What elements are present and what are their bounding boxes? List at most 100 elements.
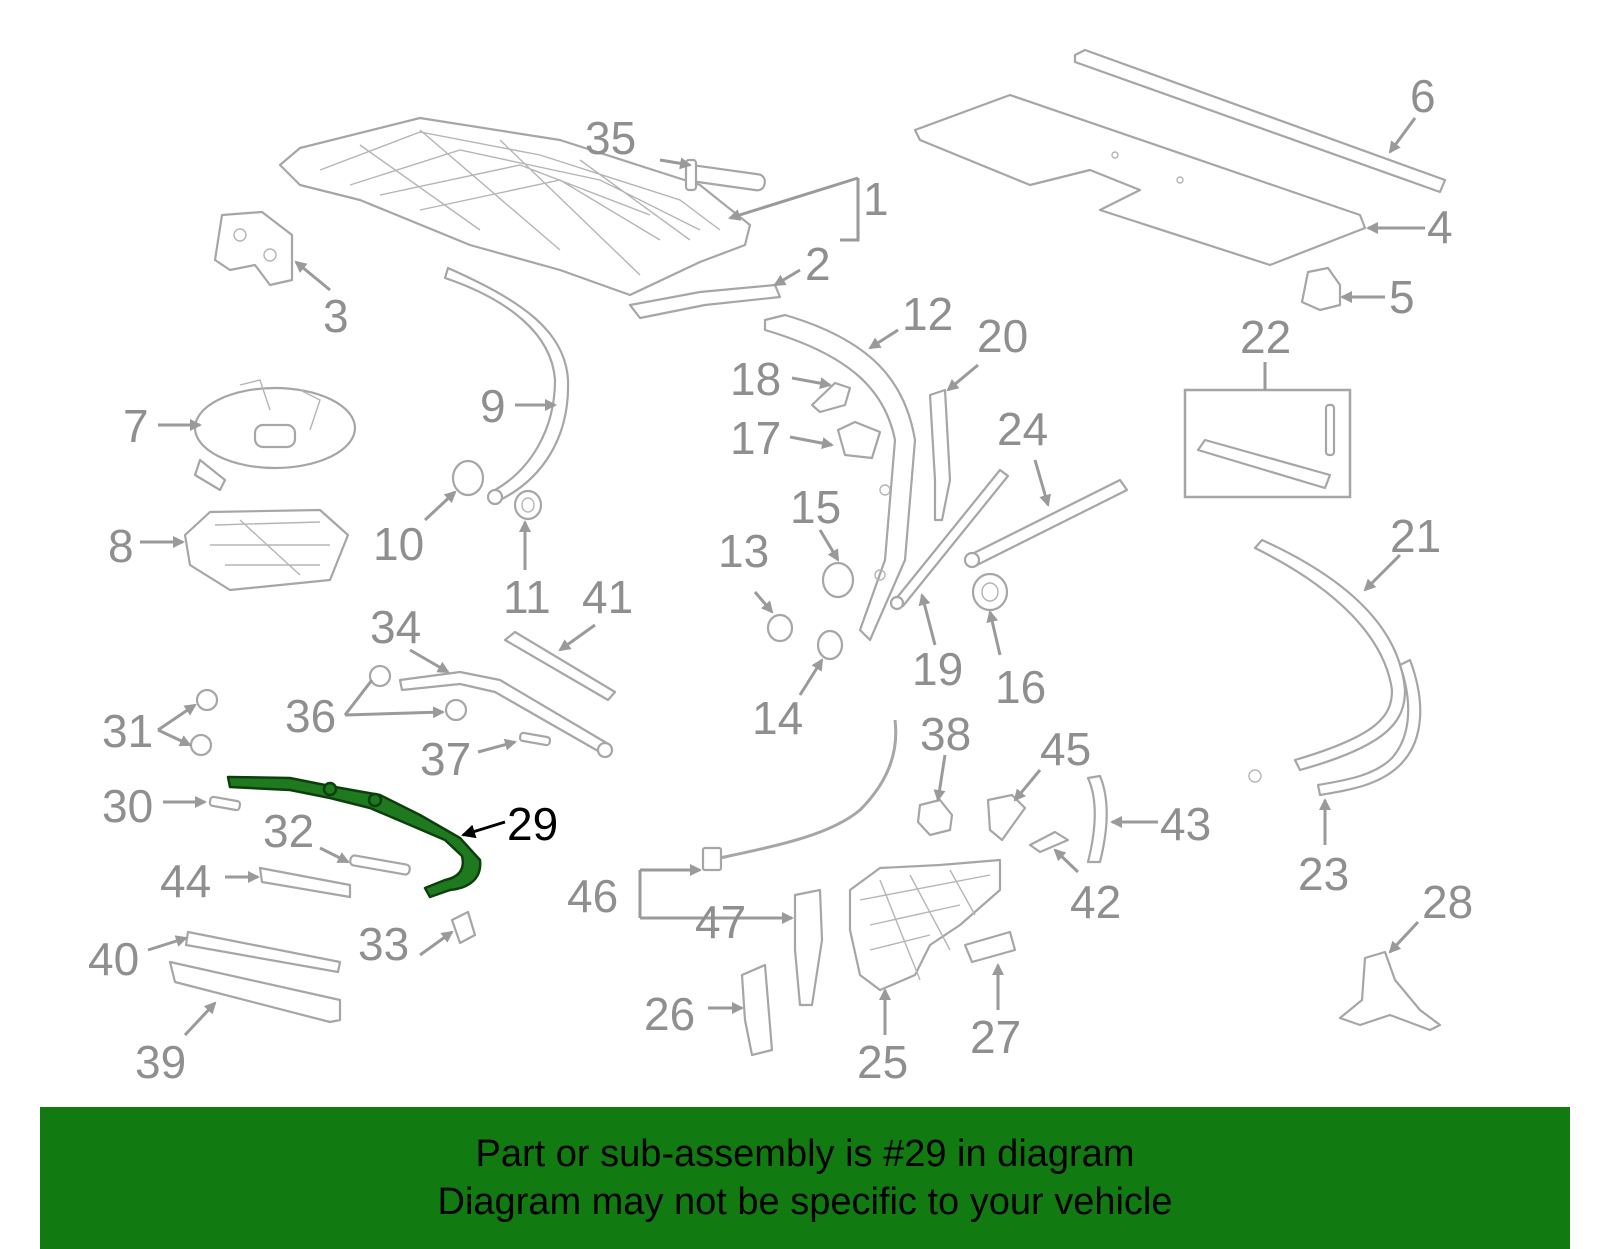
banner-line-disclaimer: Diagram may not be specific to your vehi…	[437, 1181, 1173, 1223]
callout-19: 19	[912, 643, 963, 695]
callout-16: 16	[995, 661, 1046, 713]
part-13-washer	[766, 613, 794, 643]
callout-20: 20	[977, 310, 1028, 362]
part-25-mechanism	[848, 858, 1002, 992]
callout-31: 31	[102, 705, 153, 757]
part-27-plate	[963, 930, 1017, 964]
part-31-grommets	[189, 688, 219, 757]
callout-18: 18	[730, 353, 781, 405]
part-7-motor-assembly	[193, 379, 357, 492]
callout-8: 8	[108, 520, 134, 572]
part-17-bracket	[836, 420, 882, 460]
part-2-seal-strip	[628, 283, 782, 320]
part-26-bracket	[740, 963, 774, 1057]
callout-44: 44	[160, 855, 211, 907]
part-39-cover	[168, 960, 342, 1024]
callout-10: 10	[373, 518, 424, 570]
part-38-bushing	[916, 798, 954, 837]
callout-6: 6	[1410, 70, 1436, 122]
part-41-cover	[503, 630, 617, 702]
part-36-bushing	[368, 664, 468, 722]
callout-43: 43	[1160, 798, 1211, 850]
part-46-cable	[701, 719, 898, 872]
callout-12: 12	[902, 288, 953, 340]
callout-23: 23	[1298, 848, 1349, 900]
callout-41: 41	[582, 571, 633, 623]
part-28-hinge	[1338, 950, 1442, 1032]
callout-17: 17	[730, 412, 781, 464]
callout-14: 14	[752, 692, 803, 744]
part-21-arc-trim	[1248, 538, 1407, 783]
part-42-plate	[1028, 830, 1070, 854]
callout-5: 5	[1389, 271, 1415, 323]
callout-7: 7	[123, 400, 149, 452]
callout-37: 37	[420, 733, 471, 785]
callout-40: 40	[88, 933, 139, 985]
part-23-arc-trim	[1316, 658, 1422, 797]
part-1-deck-lid-frame	[278, 116, 752, 297]
part-14-washer	[816, 629, 844, 661]
part-43-link	[1086, 774, 1108, 864]
part-30-bolt	[208, 795, 242, 812]
part-20-plate	[928, 388, 952, 522]
callout-25: 25	[857, 1036, 908, 1088]
callout-11: 11	[503, 571, 551, 623]
part-29-arm-highlighted	[226, 775, 482, 899]
part-37-screw	[518, 731, 552, 747]
callout-34: 34	[370, 601, 421, 653]
callout-36: 36	[285, 690, 336, 742]
part-12-main-link	[763, 313, 917, 642]
callout-39: 39	[135, 1036, 186, 1088]
callout-21: 21	[1390, 510, 1441, 562]
callout-13: 13	[718, 525, 769, 577]
part-5-clip	[1300, 266, 1342, 312]
part-47-latch	[793, 888, 824, 1007]
callout-1: 1	[863, 173, 889, 225]
part-6-trim-rail	[1073, 48, 1447, 194]
part-40-strip	[184, 930, 342, 974]
banner-line-part: Part or sub-assembly is #29 in diagram	[475, 1133, 1135, 1175]
part-9-arc-rail	[443, 266, 570, 506]
callout-2: 2	[805, 238, 831, 290]
callout-labels: 1 2 3 4 5 6 7 8 9 10 11 12 13 14 15 16 1…	[88, 70, 1473, 1088]
part-35-pin	[684, 158, 766, 192]
part-45-bracket	[986, 793, 1027, 842]
callout-26: 26	[644, 988, 695, 1040]
callout-28: 28	[1422, 876, 1473, 928]
part-3-bracket	[213, 210, 294, 287]
callout-38: 38	[920, 708, 971, 760]
part-24-gas-spring	[963, 478, 1129, 569]
callout-27: 27	[970, 1011, 1021, 1063]
callout-45: 45	[1040, 723, 1091, 775]
callout-22: 22	[1240, 311, 1291, 363]
callout-24: 24	[997, 403, 1048, 455]
callout-leaders	[140, 117, 1425, 1037]
callout-47: 47	[695, 896, 746, 948]
part-32-bolt	[349, 854, 411, 876]
callout-35: 35	[585, 112, 636, 164]
callout-33: 33	[358, 918, 409, 970]
callout-32: 32	[263, 805, 314, 857]
part-4-trim-panel	[913, 93, 1367, 267]
part-18-bracket	[810, 381, 852, 414]
callout-29: 29	[507, 798, 558, 850]
callout-3: 3	[323, 290, 349, 342]
callout-46: 46	[567, 870, 618, 922]
part-19-strut	[889, 468, 1010, 611]
part-22-kit	[1183, 388, 1352, 499]
callout-30: 30	[102, 780, 153, 832]
callout-9: 9	[480, 380, 506, 432]
part-33-clip	[450, 910, 477, 945]
part-8-tray	[183, 508, 350, 592]
part-15-ring	[821, 561, 855, 599]
part-11-bushing	[513, 489, 543, 521]
part-44-bracket	[258, 866, 352, 899]
callout-15: 15	[790, 481, 841, 533]
callout-42: 42	[1070, 876, 1121, 928]
part-16-bushing	[971, 572, 1009, 612]
callout-4: 4	[1427, 201, 1453, 253]
part-34-linkage	[398, 670, 614, 759]
part-10-ring	[451, 459, 485, 497]
info-banner: Part or sub-assembly is #29 in diagram D…	[40, 1107, 1570, 1249]
